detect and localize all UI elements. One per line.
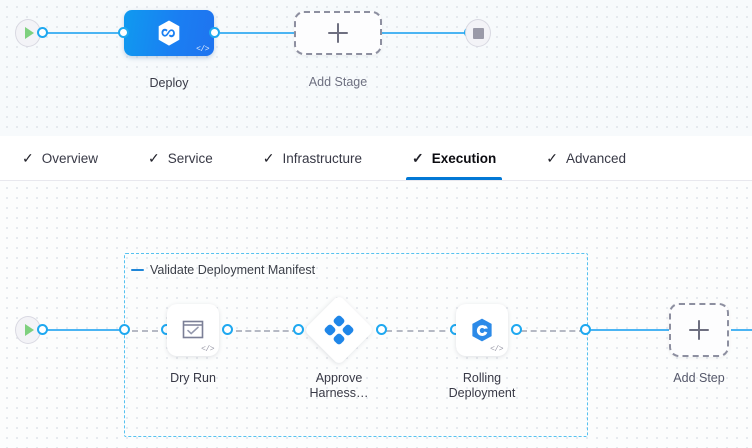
add-step-button[interactable] [669,303,729,357]
connector-add-stage-to-end [382,32,470,34]
deploy-node-port-left[interactable] [118,27,129,38]
deploy-node-port-right[interactable] [209,27,220,38]
step-node-rolling-deployment[interactable]: </> [456,304,508,356]
step-label-approve-harness: Approve Harness… [309,371,369,400]
collapse-dash-icon[interactable] [131,269,144,271]
step-node-dry-run[interactable]: </> [167,304,219,356]
connector-add-step-right [731,329,752,331]
tab-advanced[interactable]: ✓ Advanced [536,136,636,180]
stage-tab-bar: ✓ Overview ✓ Service ✓ Infrastructure ✓ … [0,136,752,181]
tab-service[interactable]: ✓ Service [138,136,223,180]
play-icon [25,27,34,39]
connector-group-to-dryrun [132,330,168,332]
connector-group-to-add-step [589,329,669,331]
plus-icon [689,320,709,340]
connector-rolling-to-groupend [521,330,585,332]
rolling-deployment-icon [472,318,492,342]
tab-label: Advanced [566,150,627,166]
step-code-badge[interactable]: </> [201,345,214,354]
play-icon [25,324,34,336]
execution-start-node[interactable] [15,316,41,344]
tab-execution[interactable]: ✓ Execution [402,136,506,180]
execution-start-port[interactable] [37,324,48,335]
plus-icon [328,23,348,43]
step-code-badge[interactable]: </> [490,345,503,354]
connector-approve-to-rolling [386,330,456,332]
tab-infrastructure[interactable]: ✓ Infrastructure [253,136,372,180]
add-stage-label[interactable]: Add Stage [308,75,368,89]
approve-icon-wrap [323,314,355,346]
pipeline-start-node[interactable] [15,19,41,47]
check-icon: ✓ [148,150,160,166]
tab-label: Infrastructure [282,150,363,166]
tab-overview[interactable]: ✓ Overview [12,136,108,180]
check-icon: ✓ [546,150,558,166]
stop-icon [472,27,484,39]
connector-start-to-deploy [42,32,128,34]
step-label-dry-run: Dry Run [170,371,216,385]
check-icon: ✓ [262,150,275,166]
approve-port-left[interactable] [293,324,304,335]
step-label-rolling-deployment: Rolling Deployment [448,371,516,400]
stage-label-deploy: Deploy [149,76,189,90]
add-stage-button[interactable] [294,11,382,55]
dry-run-checkbox-icon [182,320,204,339]
stage-node-deploy[interactable]: </> [124,10,214,56]
add-step-label[interactable]: Add Step [673,371,725,385]
group-exit-port[interactable] [580,324,591,335]
dryrun-port-right[interactable] [222,324,233,335]
group-entry-port[interactable] [119,324,130,335]
step-group-title: Validate Deployment Manifest [150,263,316,277]
tab-label: Execution [431,150,497,166]
tab-label: Overview [41,150,98,166]
execution-graph-canvas[interactable]: Validate Deployment Manifest [0,181,752,448]
tab-label: Service [167,150,213,166]
stage-graph-canvas[interactable]: </> Deploy Add Stage [0,0,752,136]
approve-port-right[interactable] [376,324,387,335]
harness-hexagon-infinity-icon [158,20,180,46]
approval-clover-icon [324,315,354,345]
check-icon: ✓ [22,150,34,166]
step-group-label[interactable]: Validate Deployment Manifest [131,263,315,277]
start-node-port[interactable] [37,27,48,38]
rolling-port-right[interactable] [511,324,522,335]
stage-code-badge[interactable]: </> [196,45,209,54]
connector-start-to-group [41,329,126,331]
step-group-validate-deployment-manifest[interactable] [124,253,588,437]
pipeline-end-node[interactable] [465,19,491,47]
connector-dryrun-to-approve [236,330,298,332]
connector-deploy-to-add-stage [220,32,294,34]
check-icon: ✓ [412,150,424,166]
